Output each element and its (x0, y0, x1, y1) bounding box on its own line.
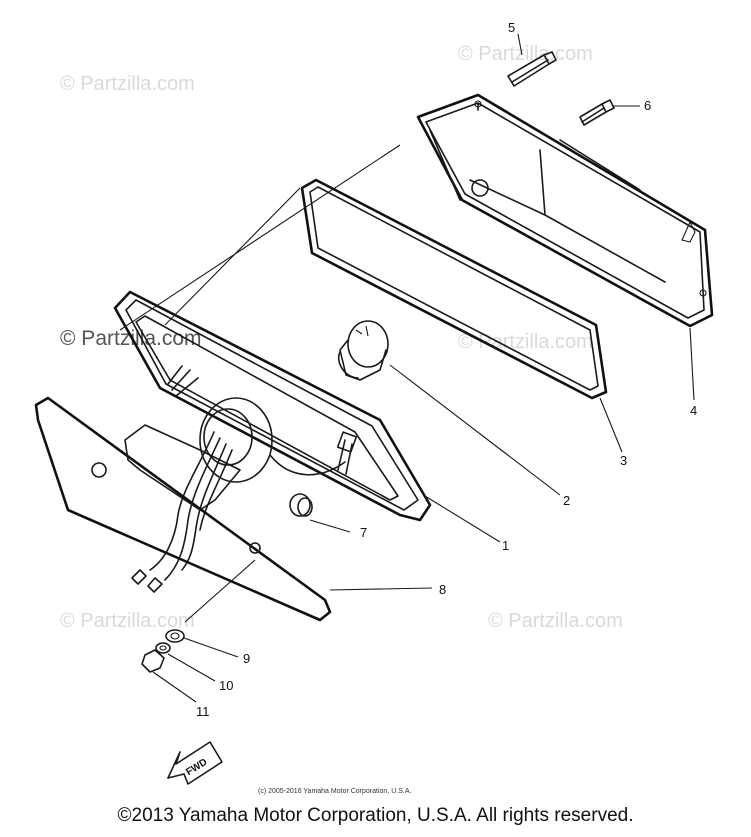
callout-1: 1 (502, 538, 509, 553)
callout-11: 11 (196, 704, 210, 719)
watermark: © Partzilla.com (458, 331, 593, 353)
callout-8: 8 (439, 582, 446, 597)
plate-part-8 (34, 396, 332, 622)
washer-part-9 (165, 629, 185, 643)
leader-lines (119, 33, 695, 703)
base-part-1 (113, 290, 432, 522)
housing-part-4 (416, 93, 714, 328)
screw-part-6 (579, 99, 615, 126)
bulb-part-2 (338, 320, 389, 381)
nut-part-11 (141, 649, 165, 673)
callout-3: 3 (620, 453, 627, 468)
fwd-label: FWD (184, 757, 209, 778)
wire-harness (131, 431, 233, 593)
callout-5: 5 (508, 20, 515, 35)
fwd-arrow-icon: FWD (167, 741, 223, 785)
grommet-part-7 (289, 493, 313, 517)
washer-part-10 (155, 642, 171, 654)
watermark: © Partzilla.com (60, 73, 195, 95)
footer-copyright: ©2013 Yamaha Motor Corporation, U.S.A. A… (117, 805, 634, 826)
screw-part-5 (507, 51, 557, 87)
watermark: © Partzilla.com (458, 43, 593, 65)
callout-4: 4 (690, 403, 697, 418)
callout-6: 6 (644, 98, 651, 113)
watermark: © Partzilla.com (60, 610, 195, 632)
gasket-part-3 (300, 178, 608, 400)
callout-2: 2 (563, 493, 570, 508)
watermark: © Partzilla.com (488, 610, 623, 632)
callout-10: 10 (219, 678, 233, 693)
copyright-small: (c) 2005-2016 Yamaha Motor Corporation, … (258, 788, 411, 795)
callout-9: 9 (243, 651, 250, 666)
callout-7: 7 (360, 525, 367, 540)
